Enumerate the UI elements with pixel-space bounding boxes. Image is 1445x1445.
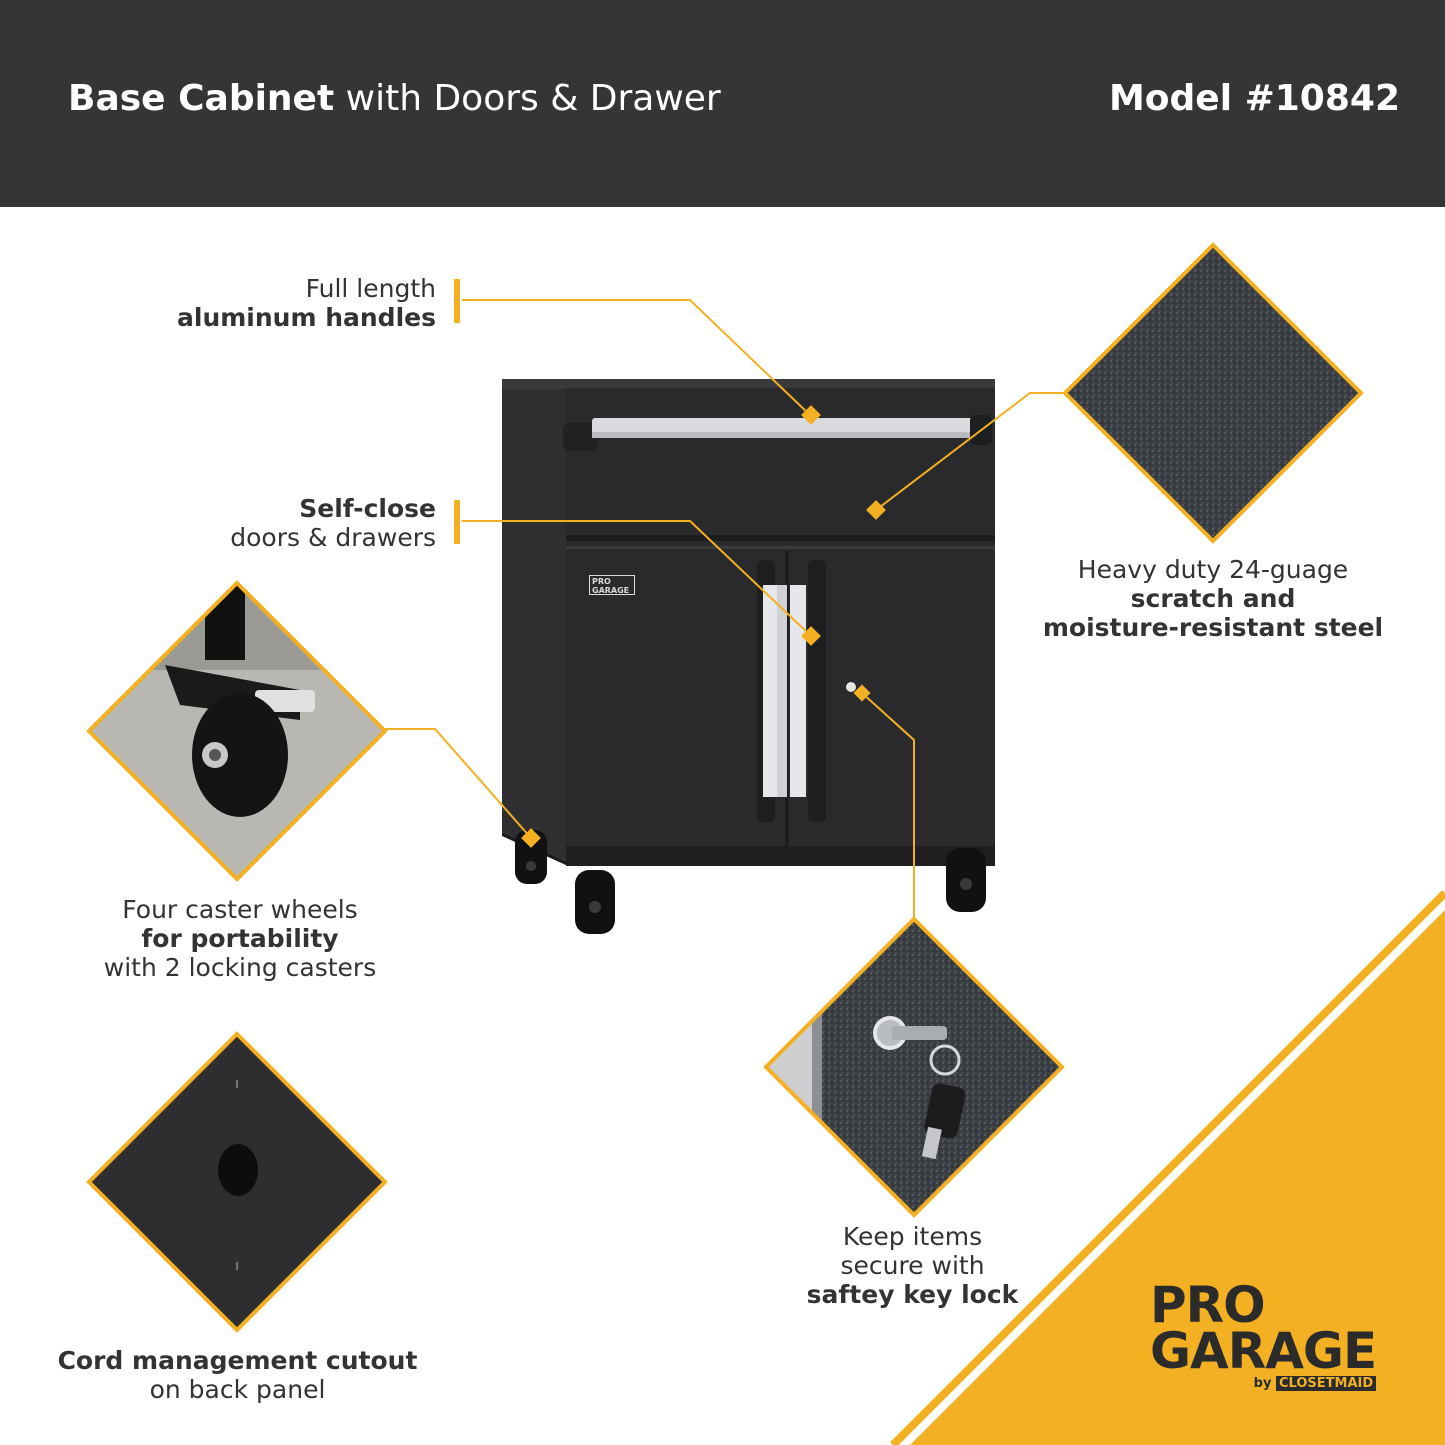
feature-casters: Four caster wheels for portability with … <box>60 895 420 982</box>
badge-line1: PRO <box>592 577 611 586</box>
feature-handles-line1: Full length <box>305 274 436 303</box>
feature-handles: Full length aluminum handles <box>177 274 436 332</box>
feature-self-close: Self-close doors & drawers <box>230 494 436 552</box>
brand-by: by <box>1253 1376 1272 1391</box>
model-number: Model #10842 <box>1108 78 1400 119</box>
callout-lines <box>385 299 1065 919</box>
feature-self-close-line1: Self-close <box>299 494 436 523</box>
feature-cord: Cord management cutout on back panel <box>30 1346 445 1404</box>
feature-steel-line2: scratch and <box>1130 584 1296 613</box>
feature-casters-line1: Four caster wheels <box>122 895 358 924</box>
caster-wheel-diamond <box>86 580 388 882</box>
key-lock-diamond <box>763 916 1065 1218</box>
feature-lock: Keep items secure with saftey key lock <box>770 1222 1055 1309</box>
feature-steel-line1: Heavy duty 24-guage <box>1077 555 1349 584</box>
badge-line2: GARAGE <box>592 586 630 595</box>
feature-casters-line3: with 2 locking casters <box>103 953 377 982</box>
header-bar: Base Cabinet with Doors & Drawer Model #… <box>0 0 1445 207</box>
brand-logo: PRO GARAGE by CLOSETMAID <box>1150 1276 1377 1391</box>
callout-markers <box>454 279 886 848</box>
steel-texture-diamond <box>1062 242 1364 544</box>
feature-steel: Heavy duty 24-guage scratch and moisture… <box>1030 555 1396 642</box>
cabinet <box>502 379 995 934</box>
feature-self-close-line2: doors & drawers <box>230 523 436 552</box>
yellow-corner-accent <box>890 890 1445 1445</box>
brand-line2: GARAGE <box>1150 1322 1377 1380</box>
page-title: Base Cabinet with Doors & Drawer <box>68 78 721 119</box>
feature-lock-line1: Keep items <box>842 1222 983 1251</box>
feature-cord-line1: Cord management cutout <box>57 1346 418 1375</box>
feature-lock-line2: secure with <box>840 1251 985 1280</box>
brand-line1: PRO <box>1150 1276 1266 1334</box>
title-rest: with Doors & Drawer <box>334 78 721 119</box>
feature-casters-line2: for portability <box>141 924 339 953</box>
feature-cord-line2: on back panel <box>149 1375 326 1404</box>
brand-byline: by CLOSETMAID <box>1150 1376 1377 1391</box>
brand-maker: CLOSETMAID <box>1275 1376 1377 1391</box>
feature-lock-line3: saftey key lock <box>806 1280 1019 1309</box>
feature-handles-line2: aluminum handles <box>177 303 436 332</box>
title-bold: Base Cabinet <box>68 78 335 119</box>
feature-steel-line3: moisture-resistant steel <box>1042 613 1384 642</box>
cabinet-logo-badge: PRO GARAGE <box>589 575 635 595</box>
cord-cutout-diamond <box>86 1031 388 1333</box>
